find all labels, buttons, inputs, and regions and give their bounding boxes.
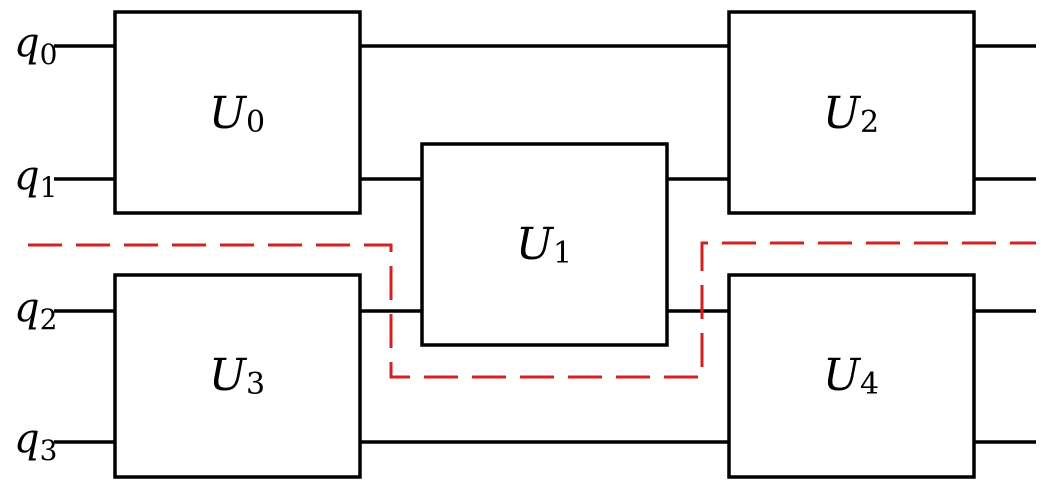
gate-u4: U4 bbox=[727, 273, 976, 479]
qubit-label-q0: q0 bbox=[14, 20, 57, 71]
qubit-labels: q0 q1 q2 q3 bbox=[14, 20, 57, 467]
gate-u4-label: U4 bbox=[823, 350, 879, 402]
gate-u3: U3 bbox=[113, 273, 362, 479]
gate-u1-box bbox=[420, 142, 669, 347]
partition-cut-line bbox=[28, 241, 1036, 379]
qubit-label-q2: q2 bbox=[14, 285, 57, 336]
gate-u2: U2 bbox=[727, 10, 976, 215]
gate-u2-box bbox=[727, 10, 976, 215]
gate-u1-label: U1 bbox=[516, 219, 572, 271]
gate-u2-label: U2 bbox=[823, 88, 879, 140]
gate-u4-box bbox=[727, 273, 976, 479]
gate-u0: U0 bbox=[113, 10, 362, 215]
gate-u0-box bbox=[113, 10, 362, 215]
qubit-label-q1: q1 bbox=[14, 153, 57, 204]
gate-u3-label: U3 bbox=[209, 350, 265, 402]
gate-u0-label: U0 bbox=[209, 88, 265, 140]
gate-u1: U1 bbox=[420, 142, 669, 347]
gate-u3-box bbox=[113, 273, 362, 479]
qubit-label-q3: q3 bbox=[14, 416, 57, 467]
